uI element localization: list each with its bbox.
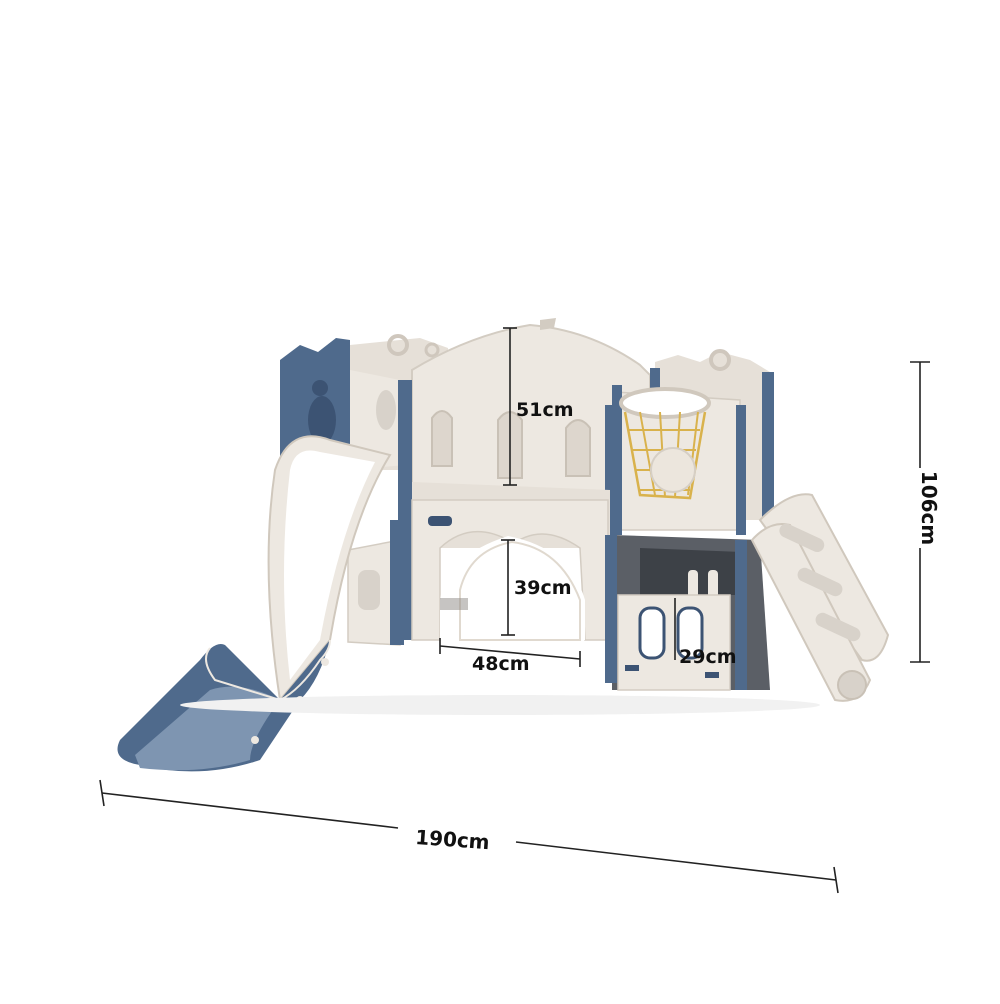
dim-label-step-depth: 29cm — [679, 646, 737, 668]
dim-label-tunnel-width: 48cm — [472, 653, 530, 675]
dim-label-total-width: 190cm — [414, 825, 491, 855]
dim-label-wall-height: 51cm — [516, 399, 574, 421]
tunnel-arch — [440, 540, 581, 641]
dim-line-190-right — [515, 841, 837, 881]
left-lower-block — [347, 520, 404, 646]
right-lower-block — [605, 535, 770, 691]
dim-label-tunnel-height: 39cm — [514, 577, 572, 599]
dimension-lines — [99, 327, 930, 894]
dim-line-190-left — [101, 792, 399, 829]
climbing-ladder — [750, 493, 890, 702]
dim-line-48 — [439, 645, 581, 660]
right-tower — [612, 349, 774, 535]
floor-shadow — [180, 695, 820, 715]
dim-label-total-height: 106cm — [917, 470, 942, 546]
